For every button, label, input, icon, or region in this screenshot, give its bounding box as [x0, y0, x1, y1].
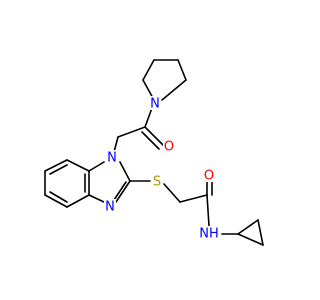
amide-nitrogen-atom: NH	[197, 226, 221, 242]
bond	[177, 59, 187, 81]
bond	[141, 131, 160, 150]
bond	[206, 194, 210, 227]
atom-label: NH	[199, 227, 219, 242]
bond	[237, 219, 259, 235]
bond	[117, 126, 146, 138]
bond	[119, 161, 131, 182]
bond-layer	[44, 59, 264, 246]
atom-label: O	[164, 140, 174, 155]
ketone-oxygen-atom: O	[163, 139, 175, 155]
benzimidazole-n3-atom: N	[104, 199, 116, 215]
bond	[66, 159, 90, 172]
bond	[115, 180, 131, 203]
bond	[257, 219, 264, 246]
atom-label: O	[204, 169, 214, 184]
bond	[113, 181, 127, 201]
bond	[44, 159, 68, 172]
bond	[179, 194, 208, 203]
bond	[237, 233, 264, 246]
atom-label: N	[150, 97, 160, 112]
atom-label: N	[105, 200, 115, 215]
bond	[88, 194, 105, 203]
molecule-structure: N O N N S O NH	[44, 59, 264, 246]
bond	[49, 191, 68, 203]
bond	[113, 136, 119, 153]
atom-label-layer: N O N N S O NH	[104, 96, 221, 242]
bond	[49, 164, 68, 175]
atom-label: S	[153, 175, 161, 190]
pyrrolidine-nitrogen-atom: N	[149, 96, 161, 112]
sulfur-atom: S	[151, 174, 163, 190]
bond	[44, 194, 68, 208]
bond	[163, 183, 181, 203]
bond	[142, 59, 155, 81]
benzimidazole-n1-atom: N	[106, 150, 118, 166]
bond	[66, 194, 90, 208]
bond	[144, 107, 153, 128]
atom-label: N	[107, 151, 117, 166]
bond	[161, 79, 187, 101]
amide-oxygen-atom: O	[203, 168, 215, 184]
bond	[88, 161, 105, 172]
bond	[144, 126, 164, 146]
